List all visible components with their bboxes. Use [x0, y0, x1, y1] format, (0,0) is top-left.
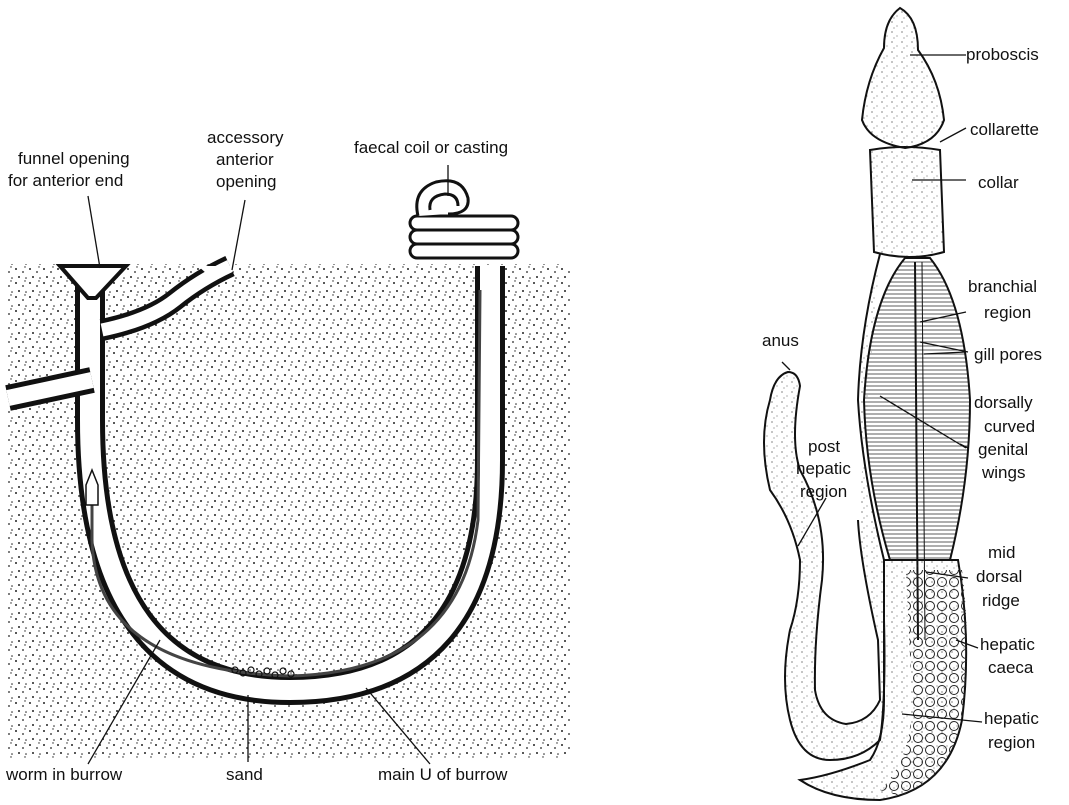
label-funnel-line1: funnel opening	[18, 149, 130, 168]
label-collarette: collarette	[970, 120, 1039, 139]
label-wings: wings	[981, 463, 1025, 482]
label-collar: collar	[978, 173, 1019, 192]
label-post: post	[808, 437, 840, 456]
label-hepatic-region-line1: hepatic	[984, 709, 1039, 728]
label-post-hepatic-word: hepatic	[796, 459, 851, 478]
label-accessory-line2: anterior	[216, 150, 274, 169]
label-faecal-coil: faecal coil or casting	[354, 138, 508, 157]
label-hepatic-caeca-line2: caeca	[988, 658, 1034, 677]
label-hepatic-caeca-line1: hepatic	[980, 635, 1035, 654]
collar-shape	[870, 147, 944, 257]
worm-diagram: proboscis collarette collar branchial re…	[762, 8, 1042, 800]
burrow-diagram: funnel opening for anterior end accessor…	[5, 128, 570, 784]
label-sand: sand	[226, 765, 263, 784]
label-genital: genital	[978, 440, 1028, 459]
label-proboscis: proboscis	[966, 45, 1039, 64]
label-branchial-line2: region	[984, 303, 1031, 322]
label-hepatic-region-line2: region	[988, 733, 1035, 752]
label-gill-pores: gill pores	[974, 345, 1042, 364]
label-worm-in-burrow: worm in burrow	[5, 765, 123, 784]
label-ridge: ridge	[982, 591, 1020, 610]
label-post-region-word: region	[800, 482, 847, 501]
label-accessory-line1: accessory	[207, 128, 284, 147]
label-accessory-line3: opening	[216, 172, 277, 191]
label-branchial-line1: branchial	[968, 277, 1037, 296]
label-dorsal: dorsal	[976, 567, 1022, 586]
label-curved: curved	[984, 417, 1035, 436]
faecal-coil	[410, 181, 518, 258]
label-funnel-line2: for anterior end	[8, 171, 123, 190]
proboscis-shape	[862, 8, 944, 148]
label-main-u: main U of burrow	[378, 765, 508, 784]
label-dorsally: dorsally	[974, 393, 1033, 412]
label-anus: anus	[762, 331, 799, 350]
label-mid: mid	[988, 543, 1015, 562]
trunk-shape	[764, 254, 885, 760]
